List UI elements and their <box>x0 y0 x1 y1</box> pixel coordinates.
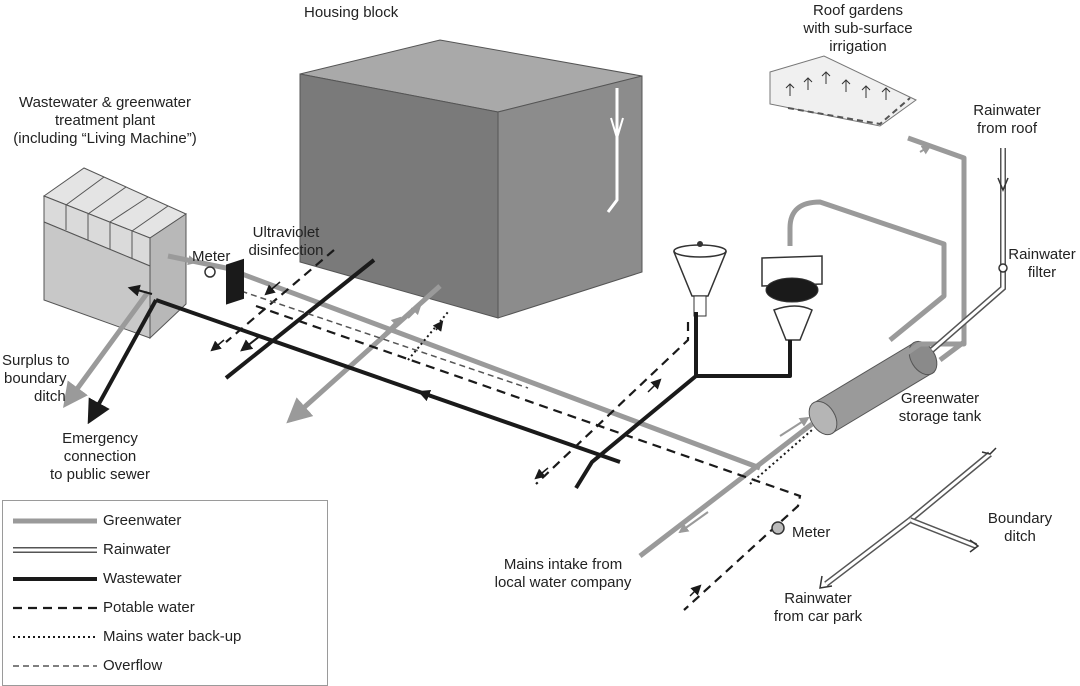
legend-item-wastewater: Wastewater <box>3 567 325 591</box>
housing-block-left-face <box>299 73 499 319</box>
rainwater-filter-icon <box>998 263 1008 273</box>
legend-swatch-overflow <box>13 665 97 667</box>
legend-swatch-greenwater <box>13 518 97 524</box>
legend-item-mains-backup: Mains water back-up <box>3 625 325 649</box>
housing-block <box>299 39 643 319</box>
treatment-plant-label: Wastewater & greenwater treatment plant … <box>13 94 197 147</box>
legend-item-greenwater: Greenwater <box>3 509 325 533</box>
boundary-ditch-label: Boundary ditch <box>987 510 1053 545</box>
mains-backup-pipes <box>407 311 813 485</box>
surplus-label: Surplus to boundary ditch <box>2 352 70 405</box>
housing-block-label: Housing block <box>304 4 399 21</box>
greenwater-tank-label: Greenwater storage tank <box>898 390 982 425</box>
legend-swatch-wastewater <box>13 577 97 581</box>
housing-block-front-face <box>497 75 643 319</box>
meter-left-icon <box>204 266 216 278</box>
wash-basin <box>672 241 728 317</box>
legend-item-rainwater: Rainwater <box>3 538 325 562</box>
toilet <box>761 255 823 341</box>
meter-right-icon <box>771 521 785 535</box>
rainwater-from-roof-label: Rainwater from roof <box>973 102 1041 137</box>
uv-disinfection-label: Ultraviolet disinfection <box>248 224 324 259</box>
legend-swatch-potable <box>13 606 97 610</box>
rainwater-car-park-label: Rainwater from car park <box>773 590 863 625</box>
uv-unit <box>226 258 244 305</box>
meter-left-label: Meter <box>192 248 231 265</box>
downpipe-arrow <box>610 117 624 142</box>
rainwater-filter-label: Rainwater filter <box>1008 246 1076 281</box>
legend-swatch-mains-backup <box>13 636 97 638</box>
meter-right-label: Meter <box>792 524 831 541</box>
treatment-plant-building <box>42 167 188 340</box>
emergency-connection-label: Emergency connection to public sewer <box>49 430 151 483</box>
overflow-pipes <box>231 287 529 389</box>
legend-item-potable: Potable water <box>3 596 325 620</box>
downpipe <box>606 88 619 213</box>
roof-garden <box>769 55 917 127</box>
potable-water-pipes <box>225 249 802 611</box>
wastewater-pipes <box>87 258 792 490</box>
legend: Greenwater Rainwater Wastewater Potable … <box>2 500 328 686</box>
mains-intake-label: Mains intake from local water company <box>494 556 632 591</box>
legend-swatch-rainwater <box>13 547 97 553</box>
greenwater-pipes <box>63 135 967 558</box>
roof-gardens-label: Roof gardens with sub-surface irrigation <box>803 2 913 55</box>
rainwater-pipes <box>824 148 1006 587</box>
legend-item-overflow: Overflow <box>3 654 325 678</box>
